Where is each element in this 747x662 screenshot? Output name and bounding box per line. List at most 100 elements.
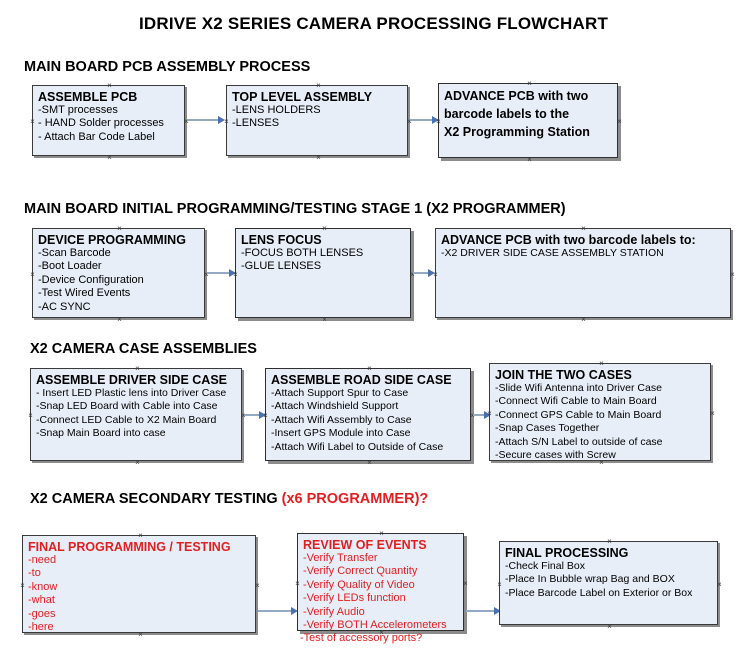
- box-line: -LENSES: [232, 117, 280, 130]
- section-heading-text: MAIN BOARD INITIAL PROGRAMMING/TESTING S…: [24, 201, 566, 217]
- box-line: -what: [28, 594, 55, 607]
- box-line: -Connect LED Cable to X2 Main Board: [36, 413, 217, 426]
- connector-device-programming-to-lens-focus: [207, 272, 232, 274]
- connector-arrowhead: [259, 410, 266, 419]
- box-line: -Test Wired Events: [38, 287, 131, 300]
- connector-arrowhead: [494, 606, 501, 615]
- box-advance-pcb-programming-station[interactable]: ADVANCE PCB with two barcode labels to t…: [438, 83, 618, 158]
- box-assemble-road-side-case[interactable]: ASSEMBLE ROAD SIDE CASE -Attach Support …: [265, 368, 471, 461]
- page-title: IDRIVE X2 SERIES CAMERA PROCESSING FLOWC…: [138, 14, 609, 33]
- box-line: -Attach Support Spur to Case: [271, 387, 409, 399]
- box-line: -LENS HOLDERS: [232, 104, 321, 116]
- box-line: -GLUE LENSES: [241, 260, 322, 273]
- box-line: - Insert LED Plastic lens into Driver Ca…: [36, 387, 227, 399]
- connection-handle-right: [616, 118, 623, 125]
- connector-arrowhead: [229, 268, 236, 277]
- connector-assemble-pcb-to-top-level: [187, 119, 220, 121]
- box-title-line: X2 Programming Station: [444, 125, 590, 139]
- box-line: -X2 DRIVER SIDE CASE ASSEMBLY STATION: [441, 247, 664, 259]
- box-final-processing[interactable]: FINAL PROCESSING -Check Final Box -Place…: [499, 541, 718, 625]
- section-heading-text: MAIN BOARD PCB ASSEMBLY PROCESS: [24, 59, 311, 75]
- box-line: -to: [28, 567, 41, 580]
- connection-handle-bottom: [580, 316, 587, 323]
- section-heading-main-board-initial-programming: MAIN BOARD INITIAL PROGRAMMING/TESTING S…: [24, 201, 566, 217]
- box-line: -FOCUS BOTH LENSES: [241, 247, 364, 259]
- box-line: -know: [28, 580, 58, 593]
- box-review-of-events[interactable]: REVIEW OF EVENTS -Verify Transfer -Verif…: [297, 533, 464, 631]
- box-line: -Snap Cases Together: [495, 422, 600, 435]
- box-line: -Snap Main Board into case: [36, 427, 166, 440]
- box-line: -Connect Wifi Cable to Main Board: [495, 395, 657, 408]
- connector-arrowhead: [432, 115, 439, 124]
- box-assemble-pcb[interactable]: ASSEMBLE PCB -SMT processes - HAND Solde…: [32, 85, 185, 156]
- box-title: ASSEMBLE PCB: [38, 90, 138, 104]
- box-top-level-assembly[interactable]: TOP LEVEL ASSEMBLY -LENS HOLDERS -LENSES: [226, 85, 408, 156]
- section-heading-main-board-pcb-assembly: MAIN BOARD PCB ASSEMBLY PROCESS: [24, 59, 310, 75]
- box-title: FINAL PROCESSING: [505, 546, 629, 560]
- box-line: -Verify Audio: [303, 605, 365, 618]
- connection-handle-bottom: [366, 459, 373, 466]
- box-line: -Attach Wifi Assembly to Case: [271, 413, 412, 426]
- box-line: -Secure cases with Screw: [495, 449, 616, 462]
- section-heading-accent: (x6 PROGRAMMER)?: [281, 491, 429, 507]
- connector-arrowhead: [218, 115, 225, 124]
- box-line: -Scan Barcode: [38, 247, 111, 259]
- box-title: ADVANCE PCB with two: [444, 89, 589, 103]
- connection-handle-right: [729, 271, 736, 278]
- box-line: -Connect GPS Cable to Main Board: [495, 408, 662, 421]
- box-line: -goes: [28, 607, 56, 620]
- box-device-programming[interactable]: DEVICE PROGRAMMING -Scan Barcode -Boot L…: [32, 228, 205, 318]
- connector-road-case-to-join-cases: [473, 414, 487, 416]
- section-heading-text: X2 CAMERA CASE ASSEMBLIES: [30, 341, 257, 357]
- box-advance-pcb-driver-side-case[interactable]: ADVANCE PCB with two barcode labels to: …: [435, 228, 731, 318]
- box-line: -Verify Transfer: [303, 552, 378, 564]
- box-line: -Attach S/N Label to outside of case: [495, 435, 663, 448]
- connection-handle-bottom: [606, 623, 613, 630]
- box-title: FINAL PROGRAMMING / TESTING: [28, 540, 231, 554]
- connection-handle-bottom: [315, 154, 322, 161]
- connection-handle-bottom: [134, 459, 141, 466]
- connector-arrowhead: [428, 268, 435, 277]
- box-line: -Verify Quality of Video: [303, 578, 415, 591]
- box-line: -Insert GPS Module into Case: [271, 427, 411, 440]
- connector-lens-focus-to-advance-pcb: [413, 272, 431, 274]
- box-title: DEVICE PROGRAMMING: [38, 233, 186, 247]
- connection-handle-bottom: [526, 156, 533, 163]
- box-line: -AC SYNC: [38, 300, 91, 313]
- box-final-programming-testing[interactable]: FINAL PROGRAMMING / TESTING -need -to -k…: [22, 535, 256, 633]
- box-assemble-driver-side-case[interactable]: ASSEMBLE DRIVER SIDE CASE - Insert LED P…: [30, 368, 242, 461]
- box-line: -Place In Bubble wrap Bag and BOX: [505, 573, 675, 586]
- box-line: -Attach Wifi Label to Outside of Case: [271, 440, 444, 453]
- box-line: -Attach Windshield Support: [271, 400, 399, 413]
- connection-handle-bottom: [321, 316, 328, 323]
- box-title: REVIEW OF EVENTS: [303, 538, 427, 552]
- connector-top-level-to-advance-pcb: [410, 119, 435, 121]
- connection-handle-right: [709, 410, 716, 417]
- box-title: ASSEMBLE ROAD SIDE CASE: [271, 373, 452, 387]
- connection-handle-right: [254, 582, 261, 589]
- box-title: TOP LEVEL ASSEMBLY: [232, 90, 373, 104]
- box-line: -SMT processes: [38, 104, 118, 116]
- box-join-the-two-cases[interactable]: JOIN THE TWO CASES -Slide Wifi Antenna i…: [489, 363, 711, 461]
- box-title-line: barcode labels to the: [444, 107, 570, 121]
- box-line-overflow: -Test of accessory ports?: [300, 632, 423, 644]
- box-lens-focus[interactable]: LENS FOCUS -FOCUS BOTH LENSES -GLUE LENS…: [235, 228, 411, 318]
- box-line: -need: [28, 554, 57, 566]
- connector-final-programming-to-review-events: [258, 610, 293, 612]
- connector-driver-case-to-road-case: [244, 414, 262, 416]
- connection-handle-bottom: [116, 316, 123, 323]
- section-heading-x2-camera-secondary-testing: X2 CAMERA SECONDARY TESTING (x6 PROGRAMM…: [30, 491, 428, 507]
- box-title: ASSEMBLE DRIVER SIDE CASE: [36, 373, 228, 387]
- connector-arrowhead: [291, 606, 298, 615]
- connector-arrowhead: [484, 410, 491, 419]
- box-title: JOIN THE TWO CASES: [495, 368, 632, 382]
- connection-handle-right: [462, 580, 469, 587]
- section-heading-text: X2 CAMERA SECONDARY TESTING: [30, 491, 282, 507]
- box-line: -Slide Wifi Antenna into Driver Case: [495, 382, 662, 394]
- box-line: -here: [28, 621, 54, 634]
- box-line: - Attach Bar Code Label: [38, 130, 155, 143]
- box-title: LENS FOCUS: [241, 233, 322, 247]
- connection-handle-bottom: [106, 154, 113, 161]
- connection-handle-right: [716, 581, 723, 588]
